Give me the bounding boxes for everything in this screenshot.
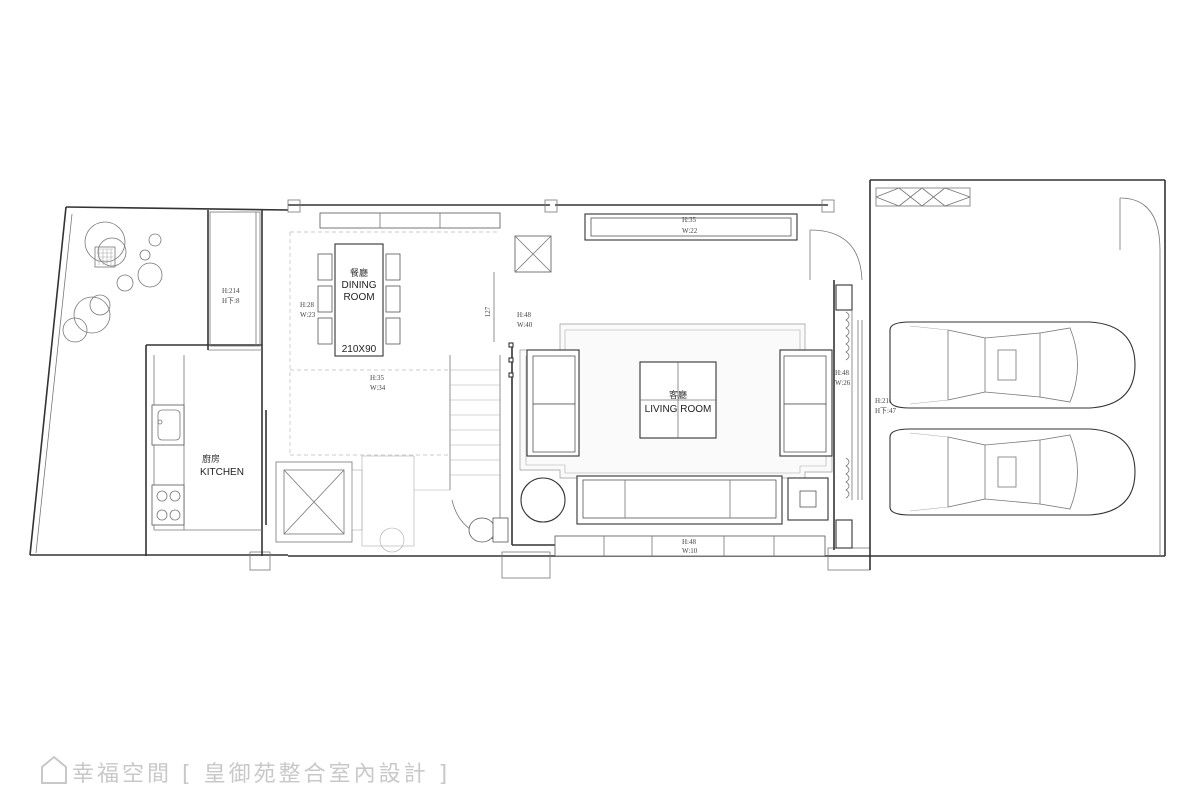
square-side-table: [787, 477, 829, 521]
mid-width-label: W:34: [370, 384, 386, 392]
car-bottom: [889, 428, 1136, 516]
dining-height-label: H:28: [300, 301, 315, 309]
bottom-cabinet-width-label: W:10: [682, 547, 698, 555]
mid-height-label: H:35: [370, 374, 385, 382]
kitchen-label-en: KITCHEN: [200, 467, 244, 478]
staircase: [449, 342, 514, 543]
coffee-table: [639, 361, 717, 439]
living-door-swing: [809, 229, 863, 281]
dining-label-en-2: ROOM: [343, 292, 374, 303]
balcony-cabinet: [209, 211, 261, 347]
post-width-label: W:40: [517, 321, 533, 329]
dining-dashed-zone: [289, 231, 500, 456]
bottom-cabinet-height-label: H:48: [682, 538, 697, 546]
gap-dimension-label: 127: [484, 306, 492, 317]
kitchen-sink: [151, 404, 185, 446]
dining-table: [317, 243, 401, 357]
living-label-en: LIVING ROOM: [645, 404, 712, 415]
armchair-right: [779, 349, 833, 457]
garage-vent-window: [875, 187, 971, 207]
watermark: 幸福空間 [ 皇御苑整合室內設計 ]: [41, 755, 450, 787]
structural-post: [514, 235, 552, 273]
garage-lower-height-label: H下:47: [875, 407, 897, 415]
armchair-left: [526, 349, 580, 457]
dining-label-zh: 餐廳: [350, 267, 368, 279]
round-side-table: [520, 477, 566, 523]
dining-window-cabinet: [319, 212, 501, 229]
kitchen-stove: [151, 484, 185, 526]
balcony-plants: [62, 221, 163, 343]
cabinet-lower-height-label: H下:8: [222, 297, 240, 305]
dining-table-size: 210X90: [342, 344, 377, 355]
tv-cabinet-width-label: W:22: [682, 227, 698, 235]
curtain-side: [845, 310, 853, 500]
dining-width-label: W:23: [300, 311, 316, 319]
car-top: [889, 321, 1136, 409]
living-label-zh: 客廳: [669, 389, 687, 401]
house-logo-icon: [41, 755, 67, 784]
garage-height-label: H:210: [875, 397, 893, 405]
dining-label-en-1: DINING: [342, 280, 377, 291]
watermark-company: [ 皇御苑整合室內設計 ]: [182, 762, 450, 787]
low-cabinet-bottom: [554, 535, 826, 557]
post-height-label: H:48: [517, 311, 532, 319]
tv-cabinet: [584, 213, 798, 241]
kitchen-label-zh: 廚房: [202, 453, 220, 465]
sofa: [576, 475, 783, 525]
side-height-label: H:48: [835, 369, 850, 377]
garage-door-swing: [1119, 197, 1161, 251]
side-width-label: W:26: [835, 379, 851, 387]
utility-area: [275, 455, 450, 553]
watermark-brand: 幸福空間: [72, 762, 172, 787]
cabinet-height-label: H:214: [222, 287, 240, 295]
tv-cabinet-height-label: H:35: [682, 216, 697, 224]
